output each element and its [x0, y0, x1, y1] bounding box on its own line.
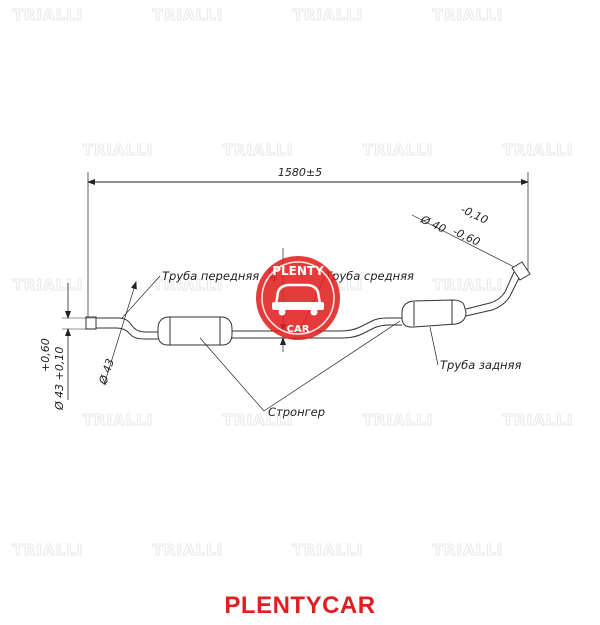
watermark-text: TRIALLI: [13, 6, 84, 24]
middle-pipe-label: Труба средняя: [325, 269, 414, 283]
outlet-diameter-text: Ø 40: [418, 213, 448, 236]
stronger-label: Стронгер: [268, 405, 325, 419]
rear-pipe-leader: [429, 326, 439, 366]
watermark-grid: TRIALLI TRIALLI TRIALLI TRIALLI TRIALLI TRIAL…: [12, 6, 574, 560]
outlet-tol-upper: -0,10: [459, 203, 490, 227]
inlet-diameter-text: Ø 43 +0,10: [53, 347, 66, 411]
outlet-tol-lower: -0,60: [451, 225, 482, 249]
watermark-text: TRIALLI: [293, 541, 364, 559]
watermark-text: TRIALLI: [83, 411, 154, 429]
watermark-text: TRIALLI: [503, 411, 574, 429]
outlet-leader-line: [411, 214, 521, 271]
front-pipe-label: Труба передняя: [162, 269, 259, 283]
logo-top-text: PLENTY: [272, 264, 324, 278]
watermark-text: TRIALLI: [223, 411, 294, 429]
rear-pipe-label: Труба задняя: [440, 358, 521, 372]
watermark-text: TRIALLI: [83, 141, 154, 159]
watermark-text: TRIALLI: [433, 276, 504, 294]
logo-bottom-text: CAR: [287, 324, 310, 335]
watermark-text: TRIALLI: [433, 541, 504, 559]
watermark-text: TRIALLI: [153, 276, 224, 294]
pipe-diameter-text: Ø 43: [96, 357, 117, 387]
pipe-diameter-leader: [103, 281, 137, 386]
watermark-text: TRIALLI: [363, 411, 434, 429]
brand-footer-text: PLENTYCAR: [224, 592, 376, 619]
watermark-text: TRIALLI: [223, 141, 294, 159]
watermark-text: TRIALLI: [13, 276, 84, 294]
watermark-text: TRIALLI: [153, 6, 224, 24]
watermark-text: TRIALLI: [13, 541, 84, 559]
front-pipe-leader: [121, 275, 161, 319]
inlet-tol-text: +0,60: [39, 338, 52, 372]
overall-length-text: 1580±5: [278, 166, 322, 179]
watermark-text: TRIALLI: [503, 141, 574, 159]
watermark-text: TRIALLI: [433, 6, 504, 24]
stronger-leader-rear: [263, 320, 401, 412]
stronger-leader-front: [199, 337, 265, 412]
watermark-text: TRIALLI: [363, 141, 434, 159]
watermark-text: TRIALLI: [153, 541, 224, 559]
plentycar-logo: PLENTY CAR: [256, 256, 340, 340]
watermark-text: TRIALLI: [293, 6, 364, 24]
